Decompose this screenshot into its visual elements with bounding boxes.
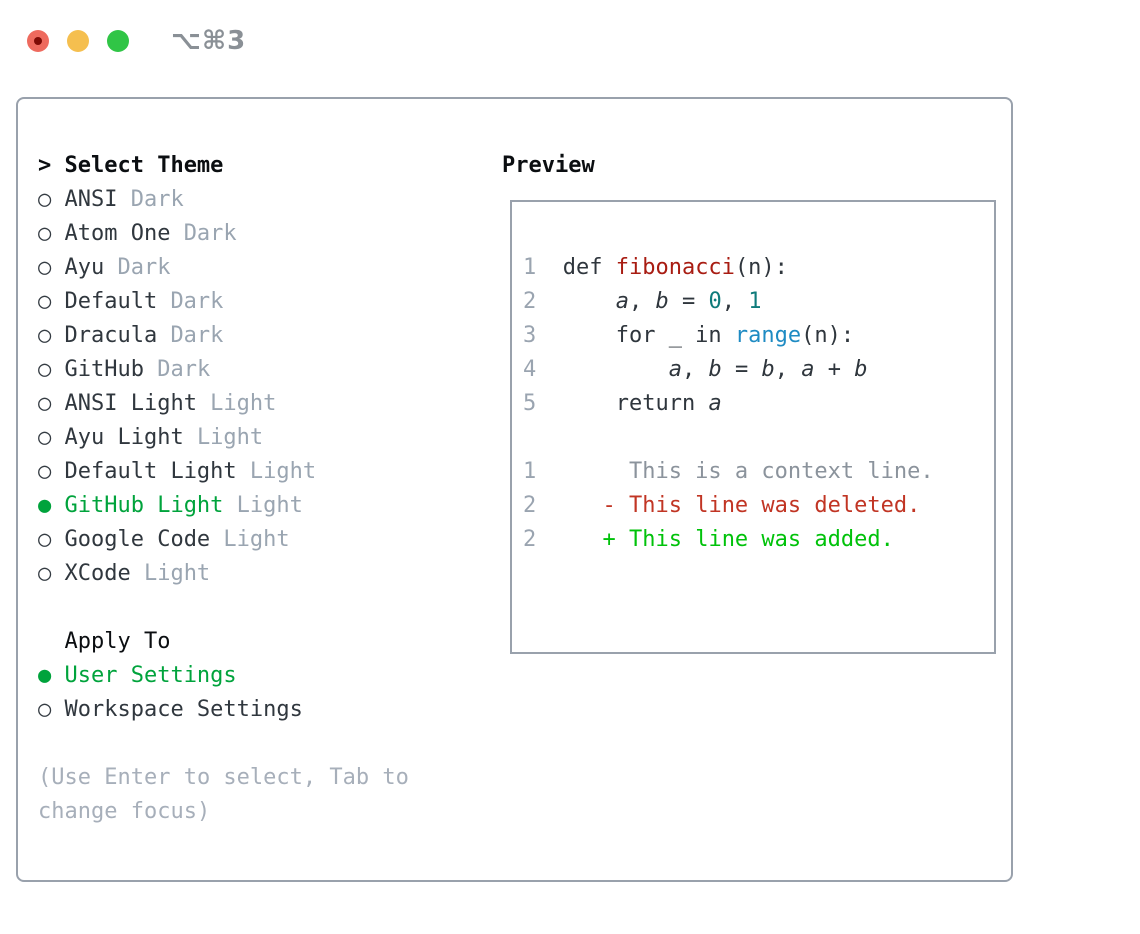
radio-icon: ○ (38, 697, 52, 722)
cursor-icon: > (38, 153, 52, 178)
code-line: 3 for _ in range(n): (523, 319, 994, 353)
variant-badge: Light (143, 561, 211, 586)
hint-text-line2: change focus) (38, 799, 211, 824)
line-number: 5 (523, 391, 537, 416)
radio-selected-icon: ● (38, 493, 52, 518)
variant-badge: Light (223, 527, 290, 552)
line-number: 2 (523, 289, 537, 314)
radio-selected-icon: ● (38, 663, 52, 688)
minimize-button[interactable] (67, 30, 89, 52)
variant-badge: Dark (117, 255, 171, 280)
line-number: 2 (523, 527, 537, 552)
radio-icon: ○ (38, 187, 52, 212)
radio-icon: ○ (38, 391, 52, 416)
radio-icon: ○ (38, 221, 52, 246)
select-theme-title: Select Theme (64, 153, 224, 178)
preview-section: Preview (502, 149, 595, 183)
diff-context-line: 1 This is a context line. (523, 455, 994, 489)
radio-icon: ○ (38, 357, 52, 382)
variant-badge: Dark (157, 357, 211, 382)
hint-text-line1: (Use Enter to select, Tab to (38, 765, 409, 790)
line-number: 1 (523, 255, 537, 280)
variant-badge: Dark (170, 289, 224, 314)
close-button[interactable] (27, 30, 49, 52)
radio-icon: ○ (38, 459, 52, 484)
radio-icon: ○ (38, 527, 52, 552)
apply-to-title: Apply To (64, 629, 171, 654)
radio-icon: ○ (38, 255, 52, 280)
apply-option-user-settings[interactable]: ●User Settings (38, 659, 409, 693)
line-number: 2 (523, 493, 537, 518)
apply-option-workspace-settings[interactable]: ○Workspace Settings (38, 693, 409, 727)
preview-title: Preview (502, 153, 595, 178)
variant-badge: Dark (170, 323, 224, 348)
radio-icon: ○ (38, 561, 52, 586)
variant-badge: Dark (130, 187, 184, 212)
variant-badge: Dark (183, 221, 237, 246)
apply-to-header: Apply To (38, 625, 409, 659)
select-theme-header: > Select Theme (38, 149, 409, 183)
diff-deleted-line: 2 - This line was deleted. (523, 489, 994, 523)
diff-added-line: 2 + This line was added. (523, 523, 994, 557)
maximize-button[interactable] (107, 30, 129, 52)
code-line: 5 return a (523, 387, 994, 421)
line-number: 1 (523, 459, 537, 484)
radio-icon: ○ (38, 425, 52, 450)
close-dot-icon (34, 37, 42, 45)
blank-line (523, 421, 994, 455)
titlebar: ⌥⌘3 (27, 26, 246, 56)
code-line: 4 a, b = b, a + b (523, 353, 994, 387)
line-number: 4 (523, 357, 537, 382)
variant-badge: Light (196, 425, 264, 450)
variant-badge: Light (249, 459, 317, 484)
code-line: 2 a, b = 0, 1 (523, 285, 994, 319)
radio-icon: ○ (38, 289, 52, 314)
line-number: 3 (523, 323, 537, 348)
variant-badge: Light (210, 391, 277, 416)
window-title: ⌥⌘3 (171, 26, 247, 56)
radio-icon: ○ (38, 323, 52, 348)
variant-badge: Light (236, 493, 303, 518)
